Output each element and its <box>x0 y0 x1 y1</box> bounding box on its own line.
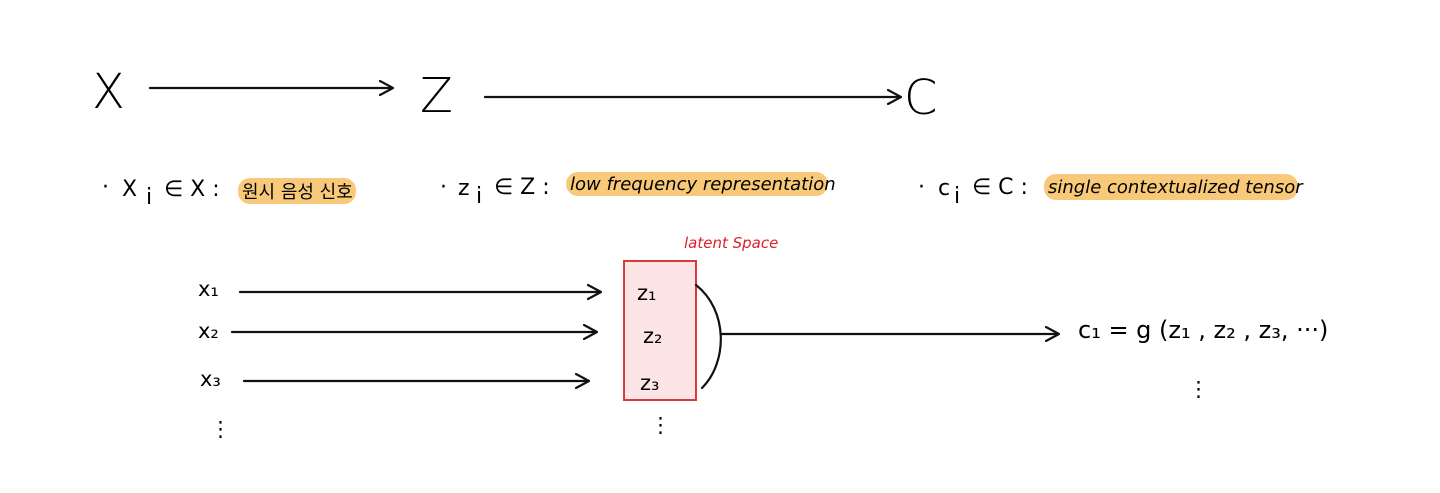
definition-1-symbol: X <box>122 177 137 202</box>
latent-z1: z₁ <box>637 281 656 305</box>
c-node-label: C <box>904 70 938 126</box>
output-formula: c₁ = g (z₁ , z₂ , z₃, ···) <box>1078 316 1328 344</box>
output-ellipsis: ⋮ <box>1188 377 1209 401</box>
latent-space-box <box>623 260 697 401</box>
definition-3-highlight <box>1044 174 1298 200</box>
x-node-label: X <box>92 64 125 120</box>
input-x3: x₃ <box>200 367 221 391</box>
definition-3-subscript: i <box>954 184 960 209</box>
definition-2-text: low frequency representation <box>570 174 836 195</box>
latent-ellipsis: ⋮ <box>650 413 671 437</box>
definition-2-highlight <box>566 172 828 196</box>
latent-z3: z₃ <box>640 371 659 395</box>
definition-1-subscript: i <box>146 185 152 210</box>
definition-2-subscript: i <box>476 184 482 209</box>
definition-1-bullet: · <box>102 175 109 200</box>
definition-2-symbol: z <box>458 176 470 201</box>
definition-1-text: 원시 음성 신호 <box>242 182 353 203</box>
latent-z2: z₂ <box>643 324 662 348</box>
definition-2-membership: ∈ Z : <box>494 175 550 200</box>
definition-2-bullet: · <box>440 175 447 200</box>
definition-3-bullet: · <box>918 175 925 200</box>
z-node-label: Z <box>420 68 453 124</box>
definition-3-membership: ∈ C : <box>972 175 1028 200</box>
aggregation-bracket <box>694 283 722 390</box>
definition-3-text: single contextualized tensor <box>1048 177 1304 198</box>
definition-1-membership: ∈ X : <box>164 177 220 202</box>
definition-1-highlight <box>238 178 356 204</box>
latent-space-label: latent Space <box>684 234 778 252</box>
input-ellipsis: ⋮ <box>210 417 231 441</box>
input-x1: x₁ <box>198 277 219 301</box>
input-x2: x₂ <box>198 319 219 343</box>
definition-3-symbol: c <box>938 176 950 201</box>
